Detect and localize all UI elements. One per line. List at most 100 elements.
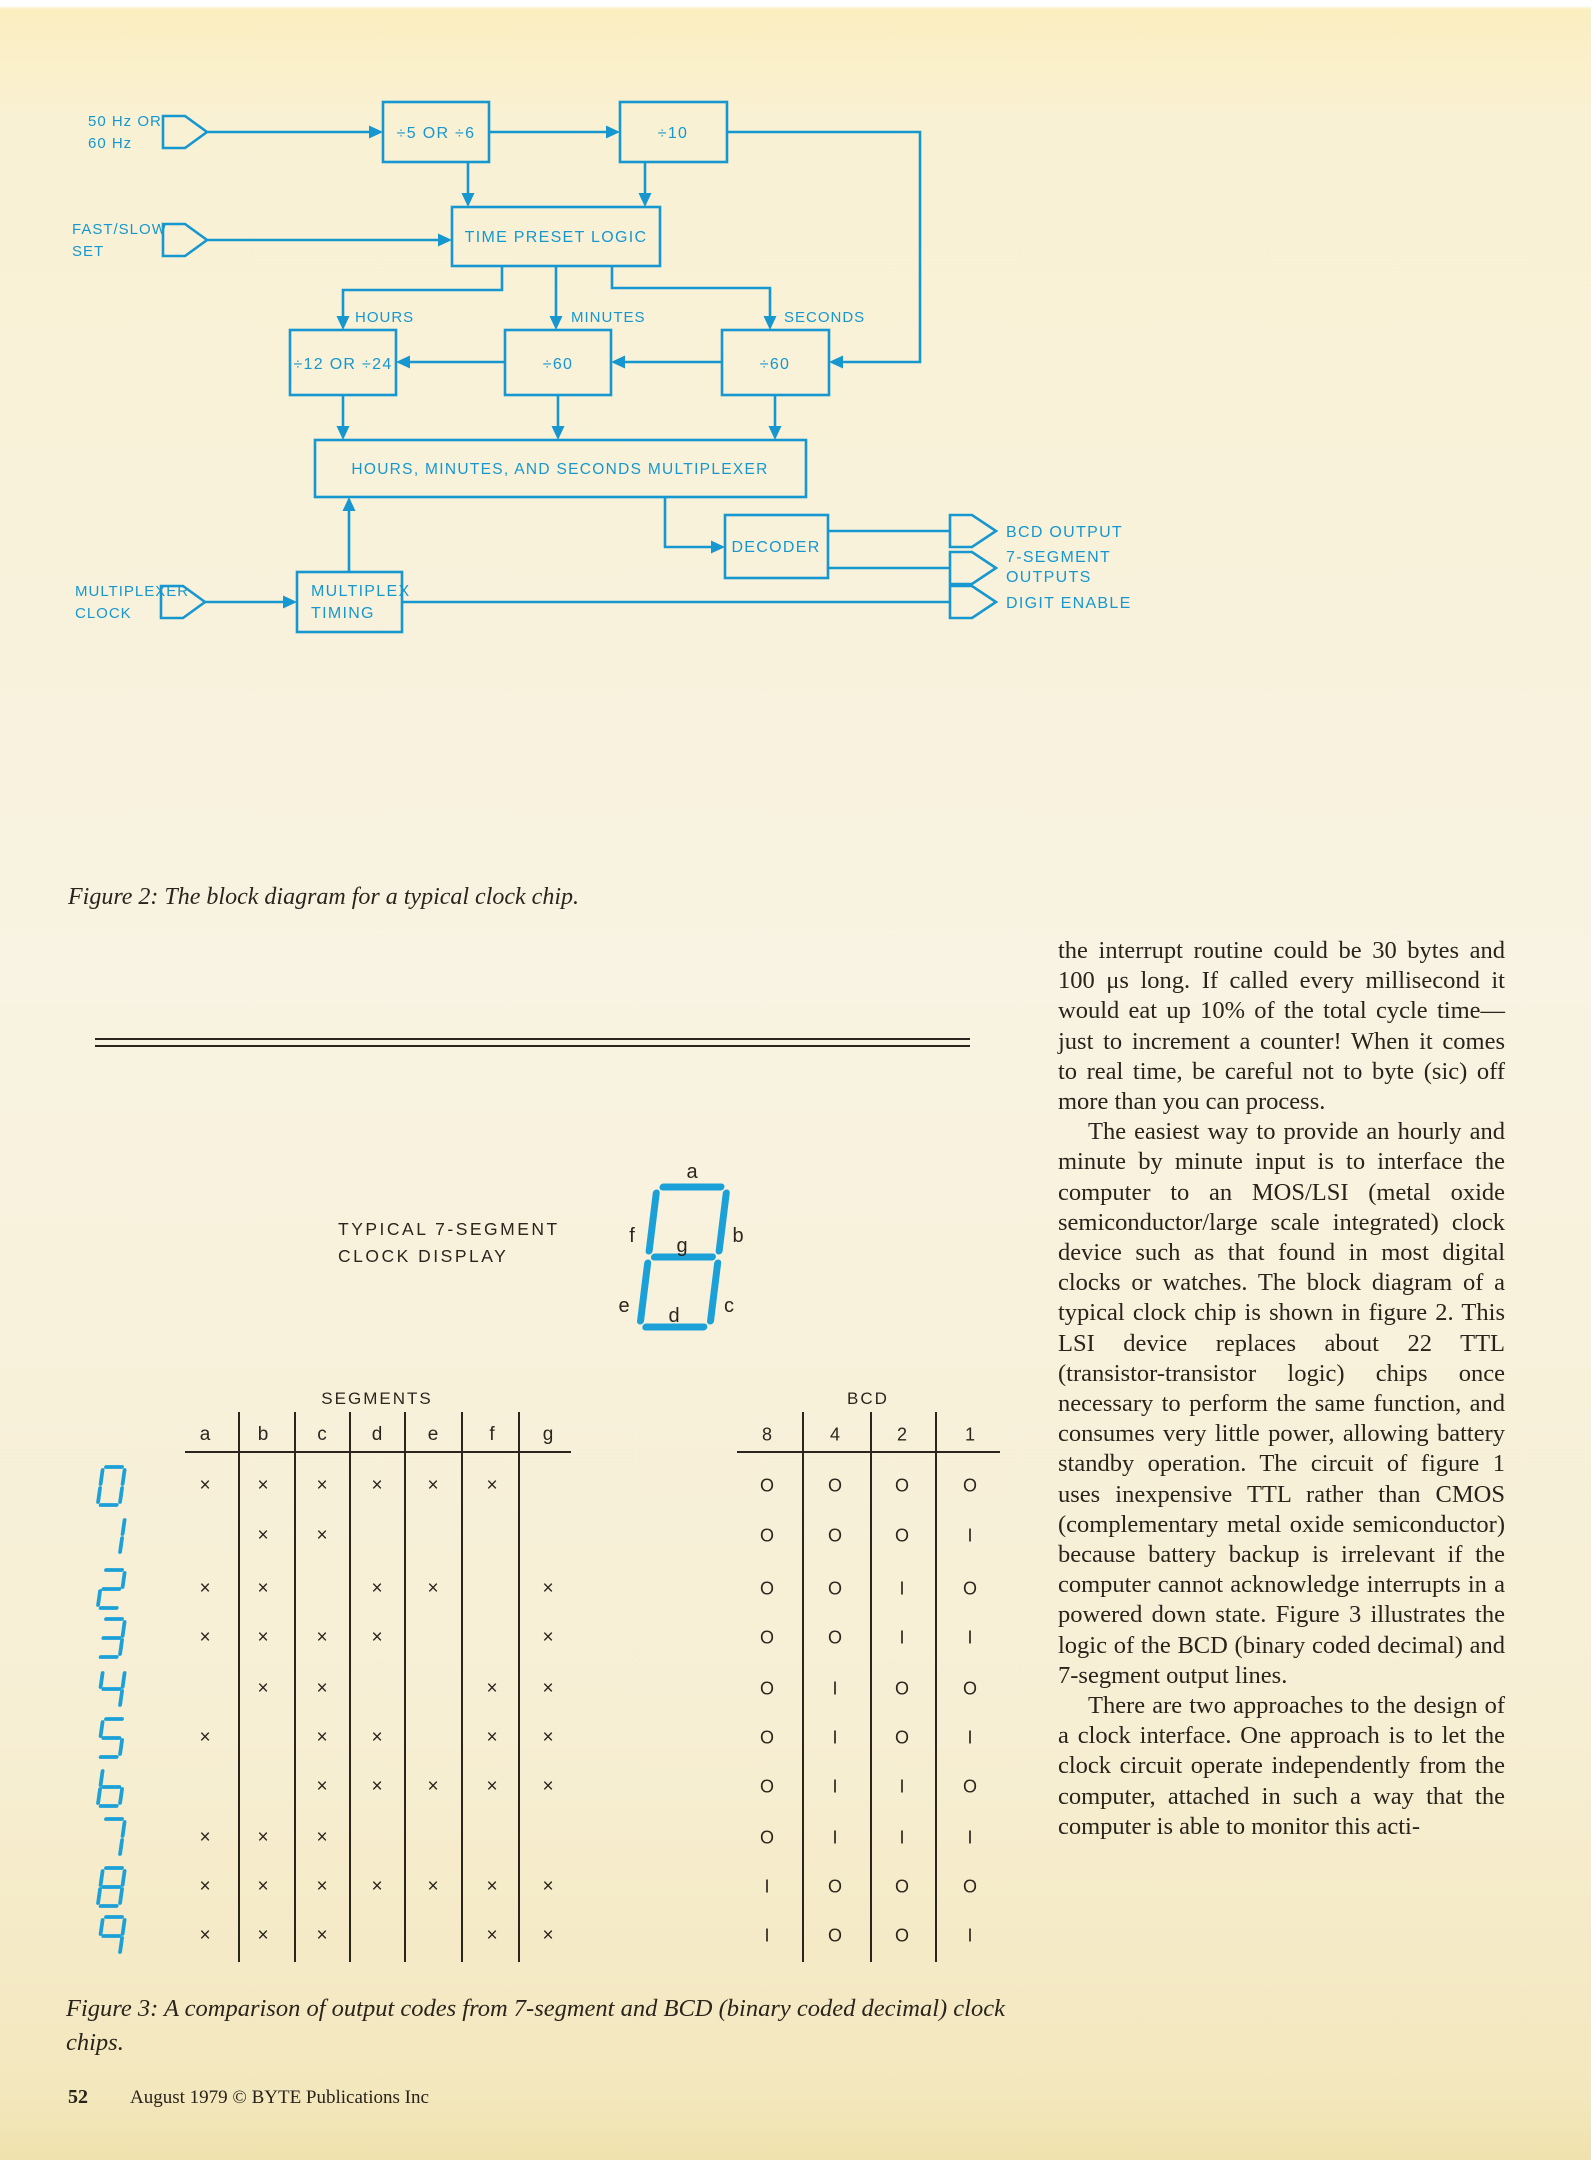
- output-connector-7-segment: [948, 550, 999, 586]
- output-label-7-segment-2: OUTPUTS: [1006, 569, 1092, 586]
- display-label-d: d: [668, 1305, 679, 1327]
- block-div60-minutes: [503, 328, 613, 397]
- bcd-value-7-1: I: [967, 1827, 973, 1848]
- segment-mark-5-a: ×: [199, 1727, 211, 1748]
- segment-mark-0-b: ×: [257, 1475, 269, 1496]
- display-segment-f: [645, 1189, 660, 1255]
- bcd-col-header-1: 1: [964, 1424, 976, 1445]
- segment-mark-8-d: ×: [371, 1876, 383, 1897]
- bcd-value-2-4: O: [827, 1578, 843, 1599]
- footer-credit: August 1979 © BYTE Publications Inc: [130, 2087, 429, 2108]
- figure2-caption: Figure 2: The block diagram for a typica…: [68, 884, 579, 910]
- bcd-value-2-1: O: [962, 1578, 978, 1599]
- segment-col-header-f: f: [489, 1424, 495, 1445]
- bcd-value-6-8: O: [759, 1776, 775, 1797]
- segment-col-header-g: g: [542, 1424, 554, 1445]
- digit-glyph-0: [96, 1465, 127, 1507]
- digit-glyph-3: [98, 1617, 127, 1659]
- block-decoder: [723, 513, 830, 580]
- segments-column-divider: [461, 1412, 463, 1962]
- segment-mark-2-a: ×: [199, 1578, 211, 1599]
- digit-glyph-1: [118, 1518, 127, 1554]
- section-divider-rule: [95, 1038, 970, 1047]
- bcd-value-0-2: O: [894, 1475, 910, 1496]
- segment-mark-8-b: ×: [257, 1876, 269, 1897]
- block-hms-multiplexer: [313, 438, 808, 499]
- segment-mark-1-c: ×: [316, 1525, 328, 1546]
- block-decoder-label: DECODER: [731, 539, 820, 556]
- display-label-g: g: [676, 1235, 687, 1257]
- segment-mark-3-c: ×: [316, 1627, 328, 1648]
- bcd-column-divider: [802, 1412, 804, 1962]
- segment-mark-8-e: ×: [427, 1876, 439, 1897]
- segment-col-header-b: b: [257, 1424, 269, 1445]
- input-label-frequency-1: 50 Hz OR: [88, 113, 162, 130]
- block-div12or24: [288, 328, 398, 397]
- bcd-header-rule: [737, 1451, 1000, 1453]
- bcd-value-5-1: I: [967, 1727, 973, 1748]
- bcd-value-4-1: O: [962, 1678, 978, 1699]
- block-time-preset-logic: [450, 205, 662, 268]
- digit-glyph-7: [104, 1817, 127, 1856]
- input-connector-multiplexer-clock: [159, 584, 208, 620]
- input-connector-fast-slow-set: [161, 222, 210, 258]
- segment-mark-9-b: ×: [257, 1925, 269, 1946]
- segments-column-divider: [518, 1412, 520, 1962]
- segment-mark-6-g: ×: [542, 1776, 554, 1797]
- segment-mark-0-f: ×: [486, 1475, 498, 1496]
- display-segment-c: [707, 1259, 722, 1325]
- wire-label-hours: HOURS: [355, 309, 414, 326]
- segment-mark-9-a: ×: [199, 1925, 211, 1946]
- segment-mark-2-e: ×: [427, 1578, 439, 1599]
- block-div10: [618, 100, 729, 164]
- page-number: 52: [68, 2086, 88, 2108]
- display-label-c: c: [724, 1295, 734, 1317]
- segment-mark-7-c: ×: [316, 1827, 328, 1848]
- output-label-digit-enable: DIGIT ENABLE: [1006, 595, 1132, 612]
- block-div10-label: ÷10: [658, 125, 688, 142]
- bcd-value-1-8: O: [759, 1525, 775, 1546]
- bcd-value-7-8: O: [759, 1827, 775, 1848]
- segment-mark-4-f: ×: [486, 1678, 498, 1699]
- digit-glyph-4: [98, 1671, 127, 1707]
- block-div60-seconds-label: ÷60: [760, 356, 790, 373]
- block-time-preset-logic-label: TIME PRESET LOGIC: [465, 229, 648, 246]
- bcd-column-divider: [870, 1412, 872, 1962]
- display-label-a: a: [686, 1162, 698, 1183]
- bcd-value-3-1: I: [967, 1627, 973, 1648]
- output-label-bcd: BCD OUTPUT: [1006, 524, 1123, 541]
- segments-column-divider: [349, 1412, 351, 1962]
- bcd-value-7-2: I: [899, 1827, 905, 1848]
- bcd-value-6-2: I: [899, 1776, 905, 1797]
- bcd-value-9-8: I: [764, 1925, 770, 1946]
- segment-mark-6-c: ×: [316, 1776, 328, 1797]
- input-label-fast-slow-2: SET: [72, 243, 104, 260]
- bcd-value-9-2: O: [894, 1925, 910, 1946]
- bcd-value-4-8: O: [759, 1678, 775, 1699]
- display-label-f: f: [629, 1225, 635, 1247]
- block-multiplex-timing: [295, 570, 404, 634]
- bcd-value-5-2: O: [894, 1727, 910, 1748]
- segment-mark-3-a: ×: [199, 1627, 211, 1648]
- output-connector-digit-enable: [948, 584, 999, 620]
- bcd-value-0-4: O: [827, 1475, 843, 1496]
- bcd-value-8-2: O: [894, 1876, 910, 1897]
- display-segments: [637, 1183, 730, 1331]
- input-label-mux-clock-2: CLOCK: [75, 605, 132, 622]
- display-segment-b: [715, 1189, 730, 1255]
- bcd-col-header-8: 8: [761, 1424, 773, 1445]
- segment-mark-8-c: ×: [316, 1876, 328, 1897]
- bcd-value-4-2: O: [894, 1678, 910, 1699]
- block-div60-minutes-label: ÷60: [543, 356, 573, 373]
- digit-glyph-9: [98, 1915, 127, 1954]
- segment-mark-5-d: ×: [371, 1727, 383, 1748]
- segment-mark-2-b: ×: [257, 1578, 269, 1599]
- segment-mark-9-f: ×: [486, 1925, 498, 1946]
- bcd-value-9-4: O: [827, 1925, 843, 1946]
- segment-mark-4-g: ×: [542, 1678, 554, 1699]
- segment-col-header-a: a: [199, 1424, 211, 1445]
- article-paragraph-1: the interrupt routine could be 30 bytes …: [1058, 937, 1505, 1116]
- bcd-column-divider: [935, 1412, 937, 1962]
